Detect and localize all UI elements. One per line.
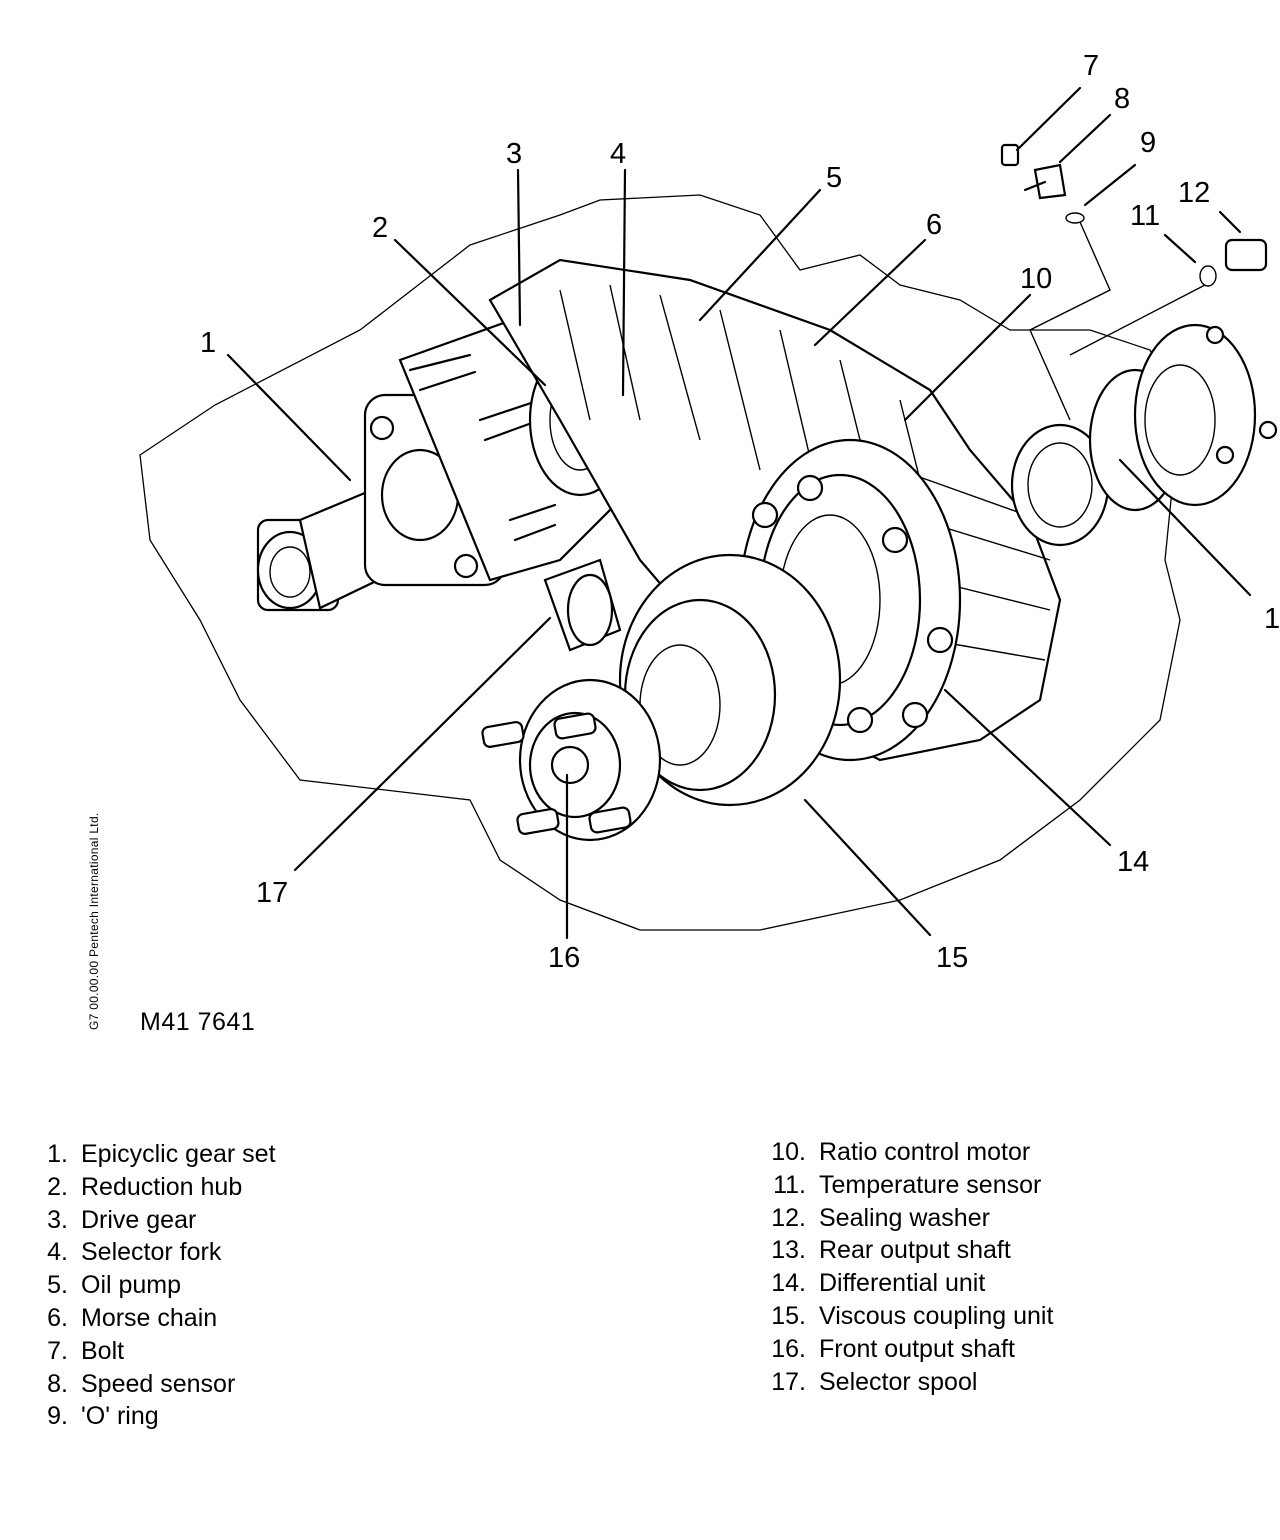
legend-item: 4. Selector fork [40,1236,276,1269]
legend-num: 4. [47,1238,68,1267]
callout-3: 3 [506,138,522,170]
legend-num: 2. [47,1172,68,1201]
legend-num: 12. [771,1203,806,1232]
legend-label: Selector spool [819,1367,978,1396]
callout-7: 7 [1083,50,1099,82]
legend-label: Oil pump [81,1271,182,1300]
selector-spool [543,558,622,652]
callout-8: 8 [1114,83,1130,115]
legend-label: Morse chain [81,1303,218,1332]
legend-num: 17. [771,1367,806,1396]
callout-6: 6 [926,209,942,241]
legend-left: 1. Epicyclic gear set 2. Reduction hub 3. D… [40,1138,276,1433]
legend-label: Temperature sensor [819,1170,1042,1199]
legend-item: 3. Drive gear [40,1204,276,1237]
legend-item: 15. Viscous coupling unit [762,1300,1053,1333]
legend-item: 12. Sealing washer [762,1202,1053,1235]
legend-num: 13. [771,1236,806,1265]
exploded-transfer-box-diagram: 1 2 3 4 5 6 7 8 9 10 11 12 1 14 15 16 17 [139,50,1280,974]
legend-label: Viscous coupling unit [819,1301,1054,1330]
legend-label: Rear output shaft [819,1236,1011,1265]
callout-13: 1 [1264,603,1280,635]
reference-code: M41 7641 [140,1008,256,1036]
legend-item: 8. Speed sensor [40,1368,276,1401]
legend-num: 3. [47,1205,68,1234]
callout-16: 16 [548,942,580,974]
legend-label: Reduction hub [81,1172,243,1201]
legend-num: 5. [47,1271,68,1300]
legend-num: 1. [47,1140,68,1168]
legend-num: 11. [773,1170,806,1199]
callout-15: 15 [936,942,968,974]
legend-num: 14. [771,1269,806,1298]
legend-item: 16. Front output shaft [762,1333,1053,1366]
rear-output-shaft [1010,323,1278,547]
callout-4: 4 [610,138,626,170]
legend-num: 6. [47,1303,68,1332]
legend-label: Sealing washer [819,1203,990,1232]
legend-label: Drive gear [81,1205,197,1234]
legend-item: 6. Morse chain [40,1302,276,1335]
legend-label: Selector fork [81,1238,222,1267]
legend-item: 14. Differential unit [762,1267,1053,1300]
legend-num: 9. [47,1402,68,1431]
callout-10: 10 [1020,263,1052,295]
legend-item: 13. Rear output shaft [762,1234,1053,1267]
callout-17: 17 [256,877,288,909]
legend-num: 10. [771,1138,806,1166]
callout-11: 11 [1130,200,1160,232]
callout-14: 14 [1117,846,1149,878]
callout-5: 5 [826,162,842,194]
callout-1: 1 [200,327,216,359]
legend-num: 7. [47,1336,68,1365]
legend-item: 9. 'O' ring [40,1400,276,1433]
callout-12: 12 [1178,177,1210,209]
callout-2: 2 [372,212,388,244]
legend-item: 10. Ratio control motor [762,1136,1053,1169]
legend-label: Bolt [81,1336,125,1365]
sensor-parts [1000,143,1268,421]
legend-num: 8. [47,1369,68,1398]
callout-9: 9 [1140,127,1156,159]
legend-num: 15. [771,1301,806,1330]
leader-lines [226,86,1252,940]
legend-label: Ratio control motor [819,1138,1031,1166]
side-credit-text: G7 00.00.00 Pentech International Ltd. [87,812,101,1030]
legend-item: 2. Reduction hub [40,1171,276,1204]
legend-num: 16. [771,1334,806,1363]
input-shaft [256,393,507,612]
legend-label: Speed sensor [81,1369,236,1398]
legend-item: 11. Temperature sensor [762,1169,1053,1202]
front-output-shaft [481,678,662,842]
legend-label: Differential unit [819,1269,986,1298]
legend-item: 7. Bolt [40,1335,276,1368]
legend-item: 5. Oil pump [40,1269,276,1302]
legend-label: Front output shaft [819,1334,1015,1363]
legend-label: Epicyclic gear set [81,1140,276,1168]
legend-right: 10. Ratio control motor 11. Temperature se… [762,1136,1053,1398]
legend-item: 1. Epicyclic gear set [40,1138,276,1171]
viscous-coupling-unit [618,553,842,807]
legend-item: 17. Selector spool [762,1366,1053,1399]
legend-label: 'O' ring [81,1402,159,1431]
